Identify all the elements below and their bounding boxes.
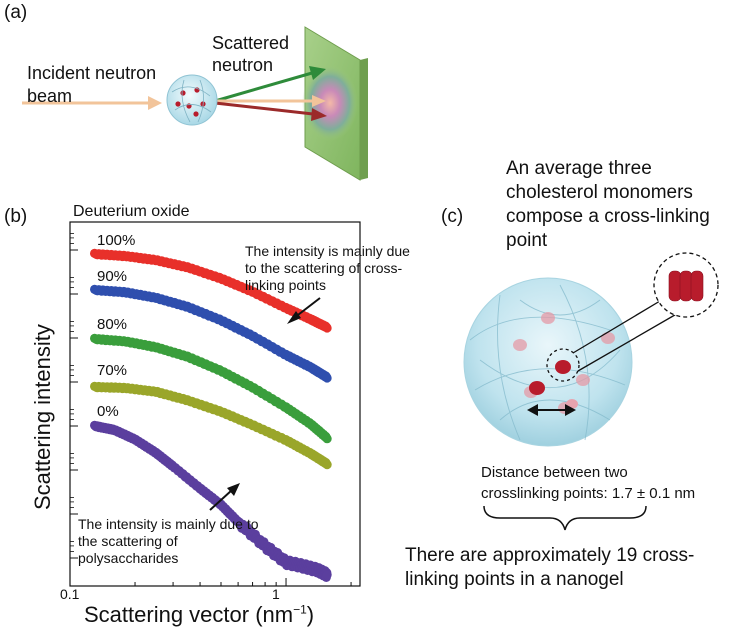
detector-plate-edge (360, 58, 368, 180)
x-axis-label-exponent: −1 (293, 602, 307, 617)
crosslink-point-faded (541, 312, 555, 324)
nanogel-small (166, 74, 218, 126)
data-point (322, 323, 332, 333)
highlight-circle (546, 348, 580, 382)
transmitted-arrowhead (312, 95, 326, 107)
scattered-arrow-red (214, 101, 314, 116)
x-axis-label-text: Scattering vector (nm (84, 602, 294, 627)
series-label-90: 90% (97, 268, 128, 285)
scattered-neutron-label-line2: neutron (212, 55, 274, 75)
incident-beam-label-line2: beam (27, 86, 73, 106)
series-label-80: 80% (97, 316, 128, 333)
crosslink-dot-small (180, 90, 186, 96)
series-80% (90, 333, 332, 444)
plot-border (69, 221, 361, 587)
data-point (322, 460, 332, 470)
annotation-arrows (209, 297, 321, 511)
x-tick-label-1: 1 (272, 586, 280, 602)
x-axis-label: Scattering vector (nm−1) (84, 602, 314, 628)
polymer-network-large (469, 284, 626, 441)
summary-brace (483, 505, 647, 531)
zoom-line-lower (577, 311, 681, 372)
panel-a-diagram (22, 26, 368, 181)
annotation-polysaccharides: The intensity is mainly due to the scatt… (78, 516, 259, 566)
nanogel-large (463, 277, 633, 447)
distance-arrowhead-right (565, 404, 576, 416)
plot-series (90, 248, 332, 583)
crosslink-dot-small (175, 101, 181, 107)
chart-title: Deuterium oxide (73, 203, 190, 220)
panel-c-diagram (463, 252, 719, 531)
series-label-100: 100% (97, 232, 136, 249)
scattered-neutron-label-line1: Scattered (212, 33, 290, 53)
panel-c-label: (c) (441, 206, 464, 227)
arrow-polysaccharides (209, 489, 233, 511)
distance-text-line2: crosslinking points: 1.7 ± 0.1 nm (481, 485, 696, 502)
incident-beam-label-line1: Incident neutron (27, 63, 157, 83)
series-label-0: 0% (97, 403, 119, 420)
distance-arrowhead-left (527, 404, 538, 416)
crosslink-dot-small (193, 111, 199, 117)
x-axis-label-close: ) (306, 602, 315, 627)
panel-a-label: (a) (4, 2, 28, 23)
arrowhead-crosslinking (287, 311, 301, 324)
crosslink-count-text: There are approximately 19 cross-linking… (405, 545, 695, 590)
cholesterol-monomer (679, 270, 693, 302)
series-label-70: 70% (97, 362, 128, 379)
crosslink-composition-text: An average three cholesterol monomers co… (506, 158, 710, 251)
distance-text-line1: Distance between two (481, 464, 628, 481)
crosslink-point-highlighted (555, 360, 571, 374)
data-point (322, 434, 332, 444)
cholesterol-monomer (668, 270, 682, 302)
y-axis-label: Scattering intensity (30, 324, 55, 510)
scattered-arrow-green (214, 71, 313, 103)
crosslink-point-faded (513, 339, 527, 351)
annotation-crosslinking: The intensity is mainly due to the scatt… (245, 243, 410, 293)
crosslink-point-faded (576, 374, 590, 386)
data-point (322, 570, 332, 580)
zoom-line-upper (572, 297, 666, 354)
arrowhead-polysaccharides (227, 483, 240, 496)
crosslink-point-faded (601, 332, 615, 344)
series-100% (90, 248, 332, 333)
polymer-network-small (171, 79, 212, 123)
series-0% (90, 420, 332, 583)
scattered-arrowhead-red (311, 108, 327, 121)
scattering-spot (302, 65, 358, 141)
series-70% (90, 381, 332, 470)
scattered-arrowhead-green (309, 66, 326, 80)
plot-frame (69, 221, 361, 587)
panel-b-label: (b) (4, 206, 28, 227)
incident-beam-arrowhead (148, 96, 162, 110)
x-tick-label-0-1: 0.1 (60, 586, 80, 602)
data-point (322, 373, 332, 383)
cholesterol-monomer (690, 270, 704, 302)
crosslink-point (529, 381, 545, 395)
series-90% (90, 284, 332, 383)
